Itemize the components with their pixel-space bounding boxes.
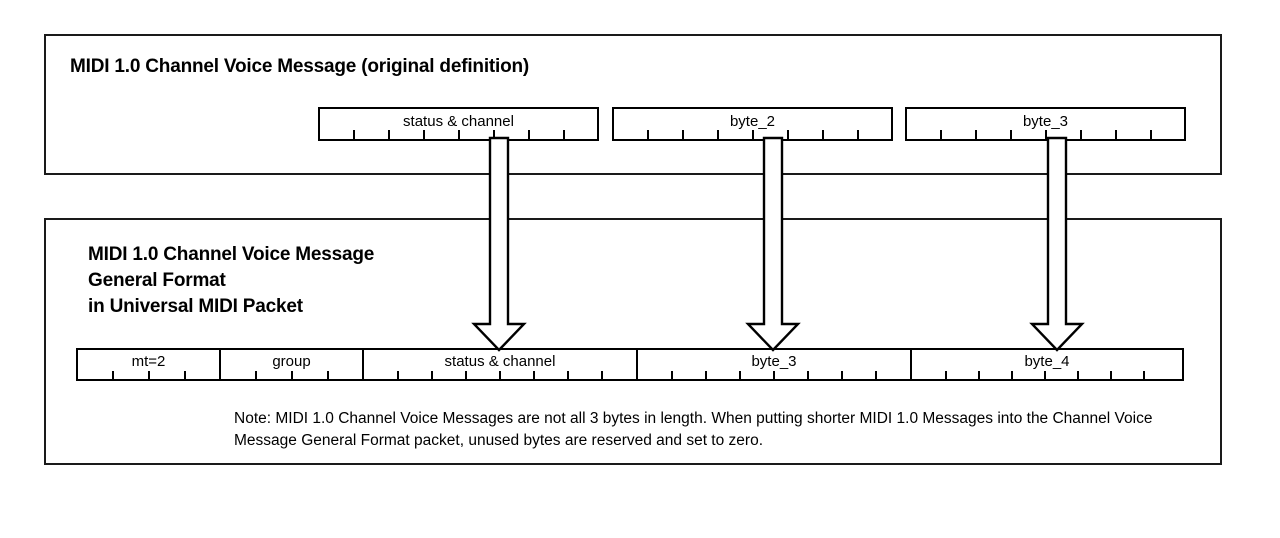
packet-field-label: status & channel xyxy=(444,353,556,370)
packet-field-mt: mt=2 xyxy=(78,350,221,379)
note-text: Note: MIDI 1.0 Channel Voice Messages ar… xyxy=(234,410,1153,449)
panel-bottom-title-line3: in Universal MIDI Packet xyxy=(88,296,303,317)
panel-bottom-title-line2: General Format xyxy=(88,270,226,291)
mapping-arrow-byte-2 xyxy=(745,136,801,352)
panel-midi10-original: MIDI 1.0 Channel Voice Message (original… xyxy=(44,34,1222,175)
mapping-arrow-status-channel xyxy=(471,136,527,352)
packet-field-label: group xyxy=(272,353,311,370)
panel-top-title: MIDI 1.0 Channel Voice Message (original… xyxy=(70,56,530,77)
byte-box-label: status & channel xyxy=(403,113,514,130)
byte-box-byte-3: byte_3 xyxy=(905,107,1186,141)
panel-bottom-title-line1: MIDI 1.0 Channel Voice Message xyxy=(88,244,375,265)
mapping-arrow-byte-3 xyxy=(1029,136,1085,352)
packet-field-label: byte_4 xyxy=(1024,353,1070,370)
packet-field-byte-3: byte_3 xyxy=(638,350,912,379)
packet-field-group: group xyxy=(221,350,364,379)
byte-box-byte-2: byte_2 xyxy=(612,107,893,141)
byte-box-label: byte_2 xyxy=(729,113,776,130)
packet-field-status-channel: status & channel xyxy=(364,350,638,379)
ump-packet-row: mt=2 group status & channel byte_3 xyxy=(76,348,1184,381)
byte-box-label: byte_3 xyxy=(1022,113,1069,130)
byte-box-status-channel: status & channel xyxy=(318,107,599,141)
panel-ump-general-format: MIDI 1.0 Channel Voice Message General F… xyxy=(44,218,1222,465)
packet-field-byte-4: byte_4 xyxy=(912,350,1182,379)
packet-field-label: byte_3 xyxy=(751,353,797,370)
panel-bottom-title: MIDI 1.0 Channel Voice Message General F… xyxy=(88,242,374,320)
packet-field-label: mt=2 xyxy=(131,353,166,370)
